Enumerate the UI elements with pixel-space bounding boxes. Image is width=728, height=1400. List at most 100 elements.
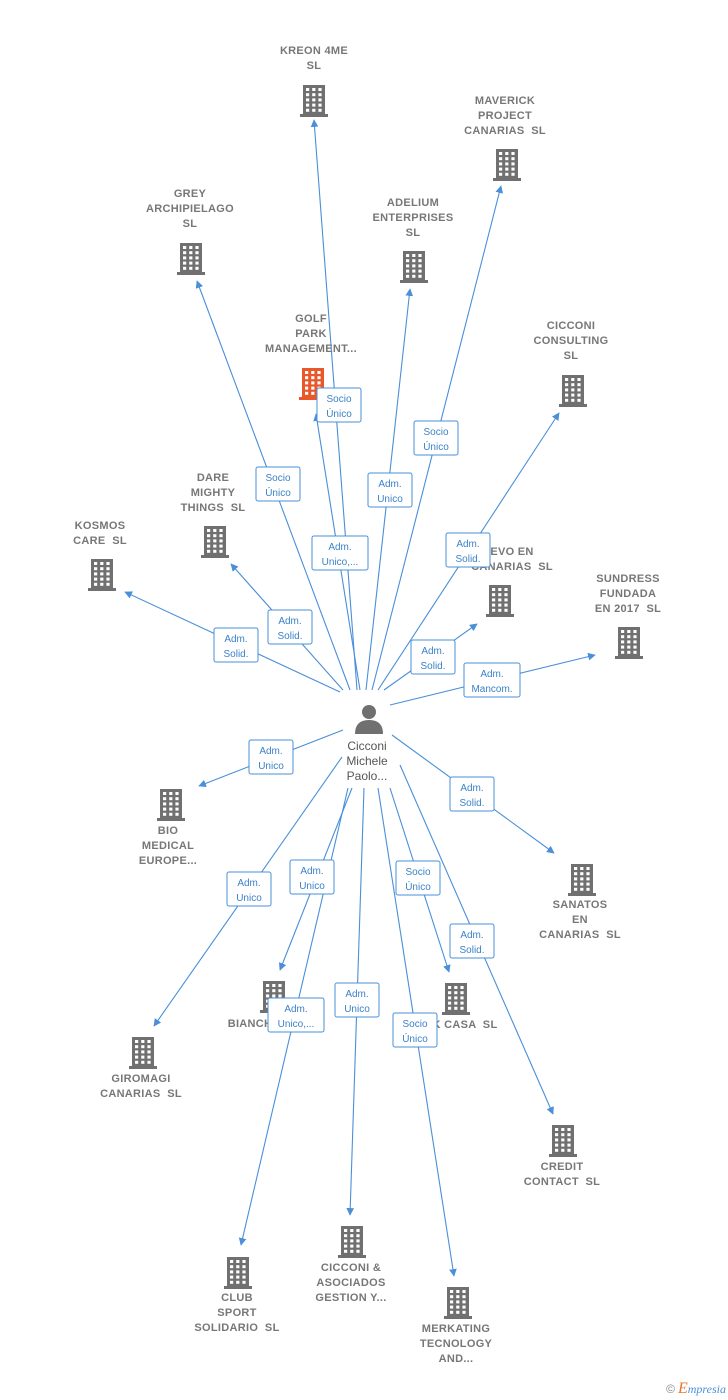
edge-label-line: Solid. <box>223 649 248 660</box>
brand-footer: ©Empresia <box>666 1380 726 1398</box>
edge-label-line: Unico <box>236 893 262 904</box>
edge-label-bianchi[interactable]: Adm.Unico <box>289 859 335 895</box>
center-label-line: Paolo... <box>347 769 388 783</box>
person-icon[interactable] <box>355 705 383 734</box>
building-icon-bio[interactable] <box>157 789 185 821</box>
edge-label-golf[interactable]: Adm.Unico,... <box>311 535 369 571</box>
edge-label-line: Socio <box>405 867 430 878</box>
node-label-line: CANARIAS SL <box>100 1088 182 1100</box>
node-label-line: BIO <box>158 825 179 837</box>
edge-label-line: Adm. <box>345 989 368 1000</box>
building-icon-cicconi_consulting[interactable] <box>559 375 587 407</box>
edge-label-credit[interactable]: Adm.Solid. <box>449 923 495 959</box>
building-icon-maverick[interactable] <box>493 149 521 181</box>
node-label-bianchi[interactable]: BIANCH <box>228 1018 273 1030</box>
edge-label-cicconi_consulting[interactable]: Adm.Solid. <box>445 532 491 568</box>
node-label-line: MIGHTY <box>191 487 236 499</box>
building-icon-cicconi_asoc[interactable] <box>338 1226 366 1258</box>
node-label-line: ADELIUM <box>387 197 439 209</box>
edge-label-line: Adm. <box>378 479 401 490</box>
edge-label-sanatos[interactable]: Adm.Solid. <box>449 776 495 812</box>
node-label-line: CONSULTING <box>534 335 609 347</box>
building-icon-credit[interactable] <box>549 1125 577 1157</box>
edge-label-kosmos[interactable]: Adm. Solid. <box>213 627 259 663</box>
edge-label-club[interactable]: Adm. Unico,... <box>267 997 325 1033</box>
node-label-casa[interactable]: K CASA SL <box>433 1019 498 1031</box>
edge-label-line: Adm. <box>237 878 260 889</box>
node-label-line: CREDIT <box>541 1161 584 1173</box>
building-icon-sundress[interactable] <box>615 627 643 659</box>
node-label-line: GIROMAGI <box>111 1073 170 1085</box>
node-label-club[interactable]: CLUB SPORT SOLIDARIO SL <box>194 1292 279 1334</box>
edge-label-line: Adm. <box>224 634 247 645</box>
node-label-line: SANATOS <box>553 899 608 911</box>
center-label-line: Michele <box>346 754 388 768</box>
building-icon-casa[interactable] <box>442 983 470 1015</box>
edge-label-line: Solid. <box>420 661 445 672</box>
building-icon-club[interactable] <box>224 1257 252 1289</box>
node-label-line: SUNDRESS <box>596 573 660 585</box>
node-label-line: CANARIAS SL <box>464 125 546 137</box>
edge-label-line: Socio <box>423 427 448 438</box>
node-label-line: ENTERPRISES <box>373 212 454 224</box>
edge-label-dare[interactable]: Adm.Solid. <box>267 609 313 645</box>
edge-label-line: Adm. <box>284 1004 307 1015</box>
edge-label-line: Adm. <box>421 646 444 657</box>
node-label-line: SL <box>406 227 421 239</box>
edge-label-line: Mancom. <box>471 684 512 695</box>
node-label-line: DARE <box>197 472 229 484</box>
edge-label-line: Socio <box>326 394 351 405</box>
copyright-symbol: © <box>666 1382 675 1396</box>
node-label-line: CONTACT SL <box>524 1176 600 1188</box>
edge-label-line: Unico,... <box>322 557 359 568</box>
edge-label-giromagi[interactable]: Adm. Unico <box>226 871 272 907</box>
building-icon-merkating[interactable] <box>444 1287 472 1319</box>
node-label-line: MEDICAL <box>142 840 194 852</box>
building-icon-grey[interactable] <box>177 243 205 275</box>
edge-label-adelium[interactable]: Adm. Unico <box>367 472 413 508</box>
building-icon-adelium[interactable] <box>400 251 428 283</box>
node-label-line: SPORT <box>217 1307 256 1319</box>
node-label-line: SOLIDARIO SL <box>194 1322 279 1334</box>
node-label-line: KOSMOS <box>75 520 126 532</box>
building-icon-dare[interactable] <box>201 526 229 558</box>
edge-label-sundress[interactable]: Adm.Mancom. <box>463 662 521 698</box>
node-label-line: CLUB <box>221 1292 253 1304</box>
edge-label-line: Unico,... <box>278 1019 315 1030</box>
node-label-credit[interactable]: CREDIT CONTACT SL <box>524 1161 600 1188</box>
edge-label-nuevo[interactable]: Adm. Solid. <box>410 639 456 675</box>
building-icon-nuevo[interactable] <box>486 585 514 617</box>
edge-label-line: Unico <box>299 881 325 892</box>
edge-label-line: Unico <box>377 494 403 505</box>
node-label-line: FUNDADA <box>600 588 656 600</box>
node-label-adelium[interactable]: ADELIUM ENTERPRISES SL <box>373 197 454 239</box>
node-label-kosmos[interactable]: KOSMOS CARE SL <box>73 520 127 547</box>
edge-label-bio[interactable]: Adm.Unico <box>248 739 294 775</box>
node-label-line: CARE SL <box>73 535 127 547</box>
building-icon-kosmos[interactable] <box>88 559 116 591</box>
node-label-line: CANARIAS SL <box>539 929 621 941</box>
building-icon-sanatos[interactable] <box>568 864 596 896</box>
node-label-giromagi[interactable]: GIROMAGI CANARIAS SL <box>100 1073 182 1100</box>
building-icon-kreon[interactable] <box>300 85 328 117</box>
edge-label-cicconi_asoc[interactable]: Adm.Unico <box>334 982 380 1018</box>
building-icon-giromagi[interactable] <box>129 1037 157 1069</box>
